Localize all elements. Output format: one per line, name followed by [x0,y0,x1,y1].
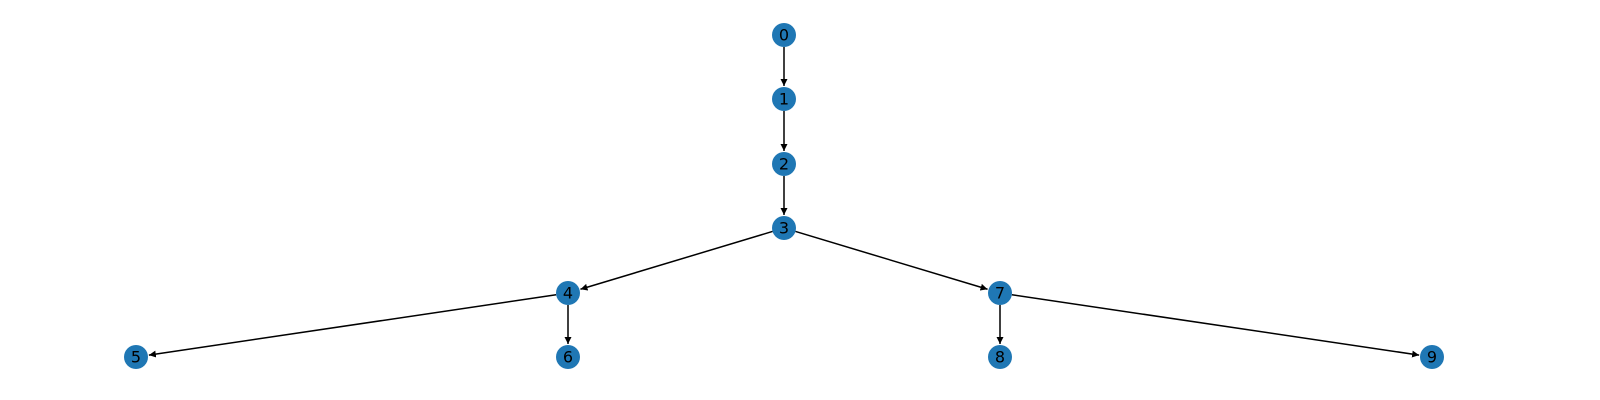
node-7: 7 [988,281,1012,305]
node-label: 3 [779,219,789,238]
node-1: 1 [772,87,796,111]
node-circle [124,345,148,369]
nodes-layer: 0 1 2 3 4 5 6 7 8 9 [124,23,1444,369]
node-label: 7 [995,284,1005,303]
node-2: 2 [772,152,796,176]
node-label: 2 [779,155,789,174]
node-label: 8 [995,348,1005,367]
node-circle [772,87,796,111]
node-label: 1 [779,90,789,109]
edge-4-to-5 [148,294,557,358]
node-circle [988,345,1012,369]
node-circle [772,152,796,176]
node-circle [988,281,1012,305]
node-circle [1420,345,1444,369]
node-6: 6 [556,345,580,369]
node-9: 9 [1420,345,1444,369]
node-circle [772,216,796,240]
node-circle [556,345,580,369]
edges-layer [148,47,1420,358]
node-3: 3 [772,216,796,240]
node-circle [556,281,580,305]
node-5: 5 [124,345,148,369]
node-label: 0 [779,26,789,45]
node-label: 4 [563,284,573,303]
node-8: 8 [988,345,1012,369]
edge-3-to-7 [795,230,988,291]
node-circle [772,23,796,47]
edge-3-to-4 [580,230,773,291]
node-label: 9 [1427,348,1437,367]
node-4: 4 [556,281,580,305]
node-0: 0 [772,23,796,47]
node-label: 6 [563,348,573,367]
edge-7-to-9 [1011,294,1420,358]
node-label: 5 [131,348,141,367]
